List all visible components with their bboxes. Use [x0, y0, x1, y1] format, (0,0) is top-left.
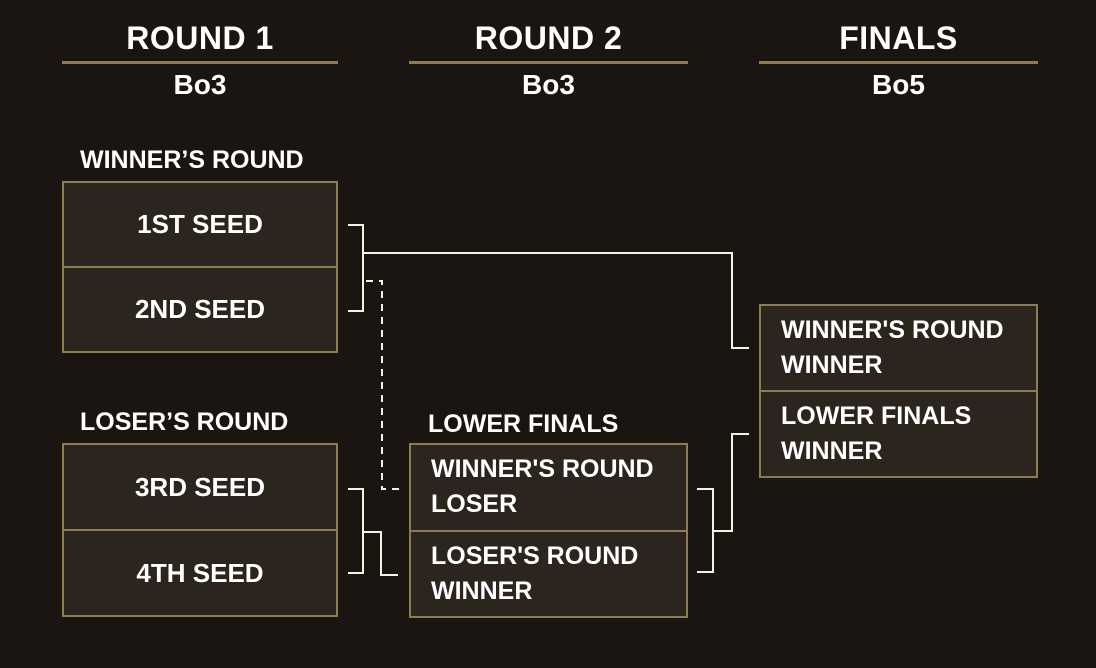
column-title: FINALS: [839, 20, 958, 56]
column-format: Bo3: [522, 69, 575, 100]
slot-losers-round-winner: LOSER'S ROUND WINNER: [411, 529, 686, 617]
column-underline: [409, 61, 688, 64]
match-lower-finals: WINNER'S ROUND LOSER LOSER'S ROUND WINNE…: [409, 443, 688, 618]
column-title: ROUND 2: [474, 20, 623, 56]
match-winners-round: 1ST SEED 2ND SEED: [62, 181, 338, 353]
label-lower-finals: LOWER FINALS: [428, 410, 619, 438]
slot-lower-finals-winner: LOWER FINALS WINNER: [761, 390, 1036, 476]
column-format: Bo3: [173, 69, 227, 100]
connector-lowerfinals-to-finals: [713, 433, 749, 532]
connector-winners-to-finals: [363, 252, 749, 349]
column-underline: [759, 61, 1038, 64]
slot-3rd-seed: 3RD SEED: [134, 471, 266, 502]
match-finals: WINNER'S ROUND WINNER LOWER FINALS WINNE…: [759, 304, 1038, 478]
column-header-round2: ROUND 2 Bo3: [409, 20, 688, 101]
connector-winners-loser-drop-dashed: [366, 280, 400, 490]
column-title: ROUND 1: [126, 20, 274, 56]
label-winners-round: WINNER’S ROUND: [80, 146, 304, 174]
column-format: Bo5: [872, 69, 925, 100]
column-underline: [62, 61, 338, 64]
connector-winners-bracket: [348, 224, 364, 312]
match-losers-round: 3RD SEED 4TH SEED: [62, 443, 338, 617]
connector-losers-to-lowerfinals: [363, 531, 398, 576]
slot-winners-round-winner: WINNER'S ROUND WINNER: [781, 316, 1004, 379]
slot-1st-seed: 1ST SEED: [137, 209, 263, 239]
slot-2nd-seed: 2ND SEED: [64, 266, 336, 351]
slot-winners-round-loser: WINNER'S ROUND LOSER: [431, 455, 654, 519]
connector-lowerfinals-bracket: [697, 488, 714, 573]
connector-losers-bracket: [348, 488, 364, 574]
column-header-finals: FINALS Bo5: [759, 20, 1038, 101]
label-losers-round: LOSER’S ROUND: [80, 408, 289, 436]
column-header-round1: ROUND 1 Bo3: [62, 20, 338, 101]
slot-4th-seed: 4TH SEED: [64, 529, 336, 615]
